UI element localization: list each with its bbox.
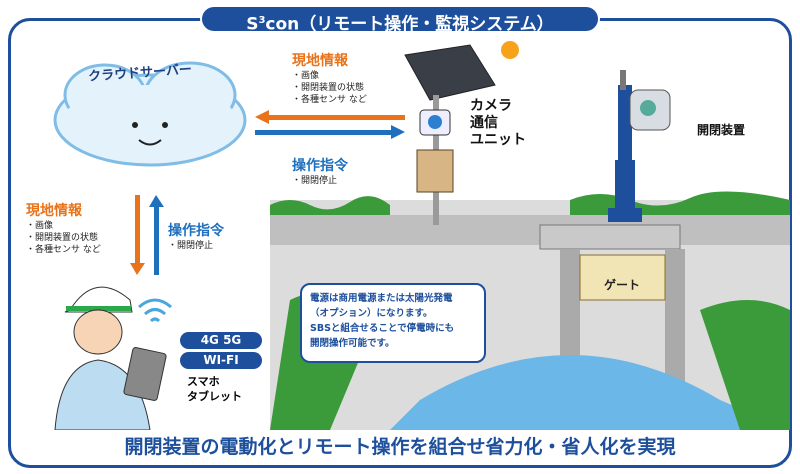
arrow-left-icon <box>255 110 405 124</box>
worker-with-tablet <box>54 286 167 430</box>
line: ユニット <box>470 132 526 148</box>
water <box>390 355 790 430</box>
item: ・画像 <box>292 71 320 81</box>
item: ・開閉停止 <box>168 241 214 251</box>
solar-camera-pole <box>404 41 519 225</box>
gate-device-pillar <box>615 160 635 220</box>
item: ・開閉装置の状態 <box>26 233 99 243</box>
gate-actuator-icon <box>618 70 671 170</box>
control-box-icon <box>416 149 454 193</box>
camera-unit-label: カメラ 通信 ユニット <box>470 98 526 149</box>
arrow-up-icon <box>149 195 164 275</box>
line: （オプション）になります。 <box>310 308 433 319</box>
heading: 操作指令 <box>168 223 224 239</box>
arrow-right-icon <box>255 125 405 139</box>
arrows-horizontal <box>255 110 405 139</box>
solar-panel-icon <box>404 44 496 101</box>
grass <box>270 196 390 220</box>
arrows-vertical <box>130 195 164 275</box>
wifi-icon <box>138 298 172 323</box>
item: ・開閉停止 <box>292 176 338 186</box>
device-tablet: タブレット <box>187 390 242 403</box>
item: ・各種センサ など <box>292 95 367 105</box>
top-command: 操作指令 ・開閉停止 <box>292 155 348 187</box>
left-site-info: 現地情報 ・画像 ・開閉装置の状態 ・各種センサ など <box>26 200 101 256</box>
line: 通信 <box>470 115 498 131</box>
arrow-down-icon <box>130 195 145 275</box>
item: ・画像 <box>26 221 54 231</box>
tablet-icon <box>123 347 167 401</box>
power-note: 電源は商用電源または太陽光発電 （オプション）になります。 SBSと組合せること… <box>300 283 486 363</box>
line: SBSと組合せることで停電時にも <box>310 323 455 334</box>
item: ・各種センサ など <box>26 245 101 255</box>
top-site-info: 現地情報 ・画像 ・開閉装置の状態 ・各種センサ など <box>292 50 367 106</box>
badge-wifi: WI-FI <box>180 352 262 369</box>
device-smartphone: スマホ <box>187 375 220 388</box>
line: 電源は商用電源または太陽光発電 <box>310 293 453 304</box>
cloud-server-icon <box>53 61 247 167</box>
line: カメラ <box>470 98 512 114</box>
badge-4g5g: 4G 5G <box>180 332 262 349</box>
gate-label: ゲート <box>604 278 641 292</box>
device-labels: スマホ タブレット <box>187 374 242 404</box>
bottom-tagline: 開閉装置の電動化とリモート操作を組合せ省力化・省人化を実現 <box>124 436 676 458</box>
gate-device-label: 開閉装置 <box>697 123 746 137</box>
system-title: S3con（リモート操作・監視システム） <box>200 5 600 35</box>
sun-icon <box>501 41 519 59</box>
item: ・開閉装置の状態 <box>292 83 365 93</box>
left-command: 操作指令 ・開閉停止 <box>168 220 224 252</box>
gate-panel <box>579 254 666 301</box>
heading: 現地情報 <box>26 203 82 219</box>
heading: 現地情報 <box>292 53 348 69</box>
heading: 操作指令 <box>292 158 348 174</box>
line: 開閉操作可能です。 <box>310 338 395 349</box>
